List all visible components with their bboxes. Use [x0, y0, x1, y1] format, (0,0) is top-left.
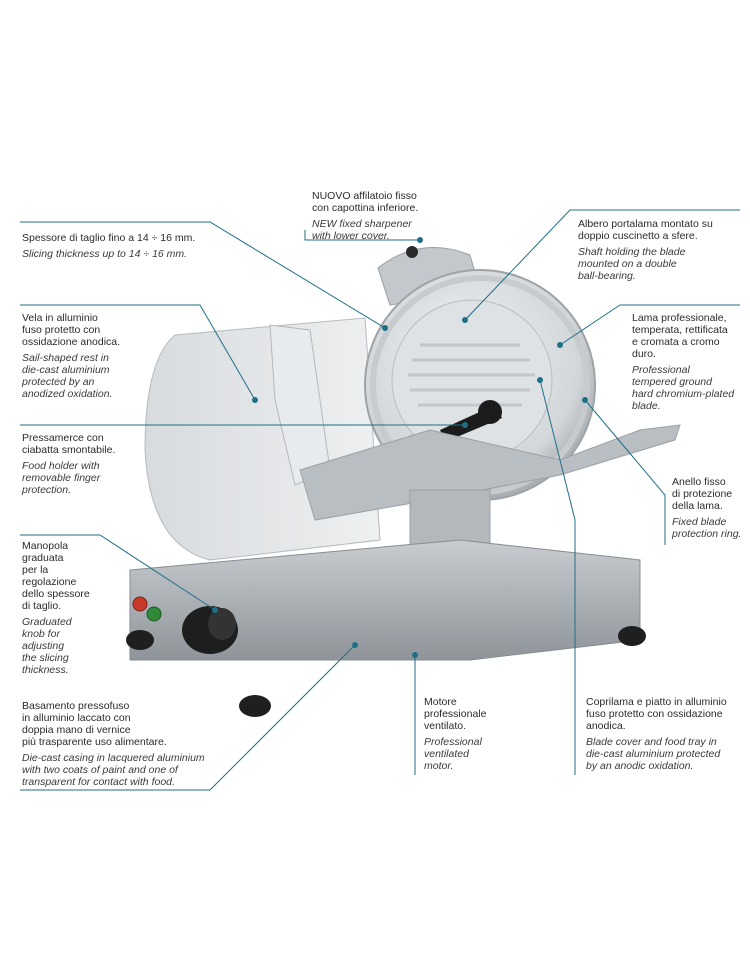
callout-blade-it: Lama professionale, temperata, rettifica…	[632, 312, 728, 360]
green-button	[146, 606, 162, 622]
sail-rest	[144, 317, 381, 561]
callout-sail: Vela in alluminio fuso protetto con ossi…	[22, 312, 172, 400]
callout-sharpener: NUOVO affilatoio fisso con capottina inf…	[312, 190, 462, 242]
sharpener-knob	[406, 246, 418, 258]
callout-knob: Manopola graduata per la regolazione del…	[22, 540, 112, 676]
callout-shaft-en: Shaft holding the blade mounted on a dou…	[578, 246, 686, 282]
callout-shaft-it: Albero portalama montato su doppio cusci…	[578, 218, 713, 242]
callout-base-en: Die-cast casing in lacquered aluminium w…	[22, 752, 205, 788]
callout-holder-it: Pressamerce con ciabatta smontabile.	[22, 432, 116, 456]
callout-holder-en: Food holder with removable finger protec…	[22, 460, 101, 496]
red-button	[132, 596, 148, 612]
callout-sharpener-en: NEW fixed sharpener with lower cover.	[312, 218, 412, 242]
callout-sharpener-it: NUOVO affilatoio fisso con capottina inf…	[312, 190, 419, 214]
callout-cover-en: Blade cover and food tray in die-cast al…	[586, 736, 721, 772]
callout-cover-it: Coprilama e piatto in alluminio fuso pro…	[586, 696, 727, 732]
callout-ring-it: Anello fisso di protezione della lama.	[672, 476, 733, 512]
callout-blade-en: Professional tempered ground hard chromi…	[632, 364, 735, 412]
callout-sail-en: Sail-shaped rest in die-cast aluminium p…	[22, 352, 113, 400]
callout-blade: Lama professionale, temperata, rettifica…	[632, 312, 744, 412]
leader-lines	[20, 209, 740, 791]
callout-motor-it: Motore professionale ventilato.	[424, 696, 487, 732]
slicer-machine	[126, 246, 681, 717]
callout-thickness-it: Spessore di taglio fino a 14 ÷ 16 mm.	[22, 232, 196, 244]
food-tray	[299, 424, 681, 521]
callout-ring: Anello fisso di protezione della lama. F…	[672, 476, 748, 540]
callout-motor: Motore professionale ventilato. Professi…	[424, 696, 524, 772]
callout-holder: Pressamerce con ciabatta smontabile. Foo…	[22, 432, 172, 496]
callout-cover: Coprilama e piatto in alluminio fuso pro…	[586, 696, 746, 772]
foot	[239, 695, 271, 717]
callout-shaft: Albero portalama montato su doppio cusci…	[578, 218, 738, 282]
callout-knob-it: Manopola graduata per la regolazione del…	[22, 540, 90, 612]
callout-knob-en: Graduated knob for adjusting the slicing…	[22, 616, 72, 676]
callout-thickness-en: Slicing thickness up to 14 ÷ 16 mm.	[22, 248, 188, 260]
callout-motor-en: Professional ventilated motor.	[424, 736, 482, 772]
callout-base: Basamento pressofuso in alluminio laccat…	[22, 700, 242, 788]
callout-ring-en: Fixed blade protection ring.	[672, 516, 742, 540]
callout-thickness: Spessore di taglio fino a 14 ÷ 16 mm. Sl…	[22, 232, 262, 260]
callout-sail-it: Vela in alluminio fuso protetto con ossi…	[22, 312, 121, 348]
callout-base-it: Basamento pressofuso in alluminio laccat…	[22, 700, 167, 748]
foot	[618, 626, 646, 646]
foot	[126, 630, 154, 650]
